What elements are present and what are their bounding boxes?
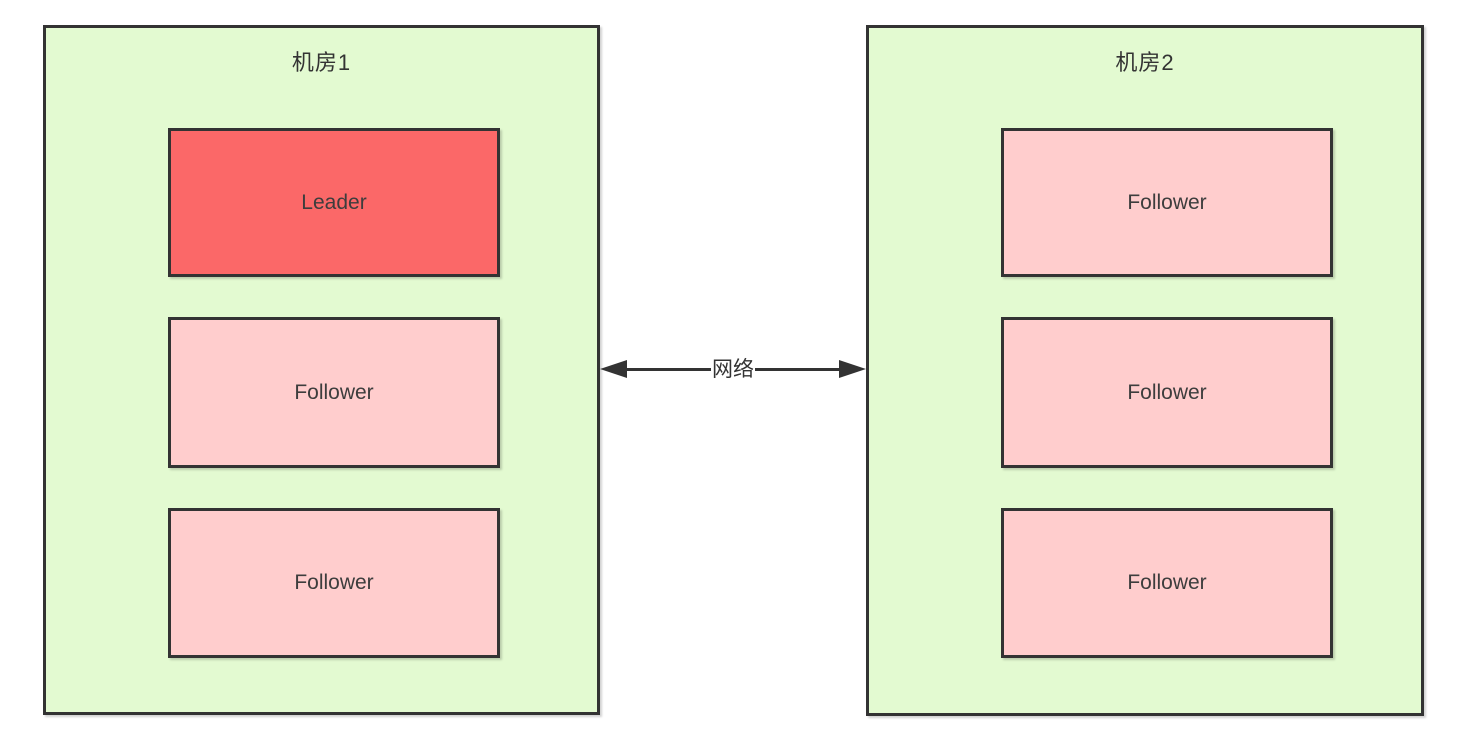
datacenter-2-title: 机房2	[1115, 50, 1175, 75]
network-connection: 网络	[600, 353, 866, 385]
connection-line	[627, 367, 711, 371]
leader-node: Leader	[168, 128, 500, 277]
follower-node: Follower	[168, 508, 500, 658]
datacenter-2-container: 机房2 Follower Follower Follower	[866, 25, 1424, 716]
follower-node: Follower	[1001, 508, 1333, 658]
network-label: 网络	[712, 357, 754, 381]
arrowhead-right-icon	[839, 360, 866, 378]
follower-node: Follower	[1001, 317, 1333, 468]
datacenter-1-container: 机房1 Leader Follower Follower	[43, 25, 600, 715]
datacenter-1-title: 机房1	[291, 50, 352, 75]
follower-node: Follower	[168, 317, 500, 468]
connection-line	[755, 367, 839, 371]
arrowhead-left-icon	[600, 360, 627, 378]
follower-node: Follower	[1001, 128, 1333, 277]
